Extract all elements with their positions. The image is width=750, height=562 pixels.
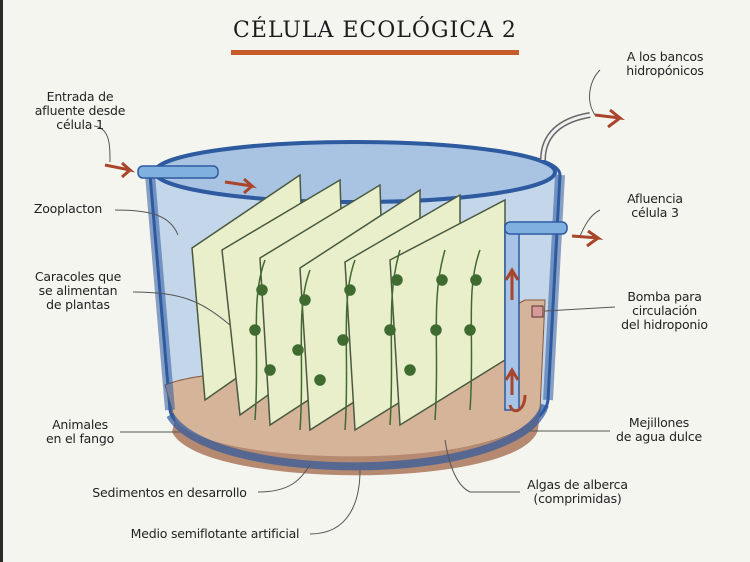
label-bancos-hidroponicos: A los bancos hidropónicos xyxy=(620,50,710,78)
label-entrada-afluente: Entrada de afluente desde célula 1 xyxy=(30,90,130,132)
hydroponic-outlet-pipe xyxy=(540,108,626,161)
label-line: Afluencia xyxy=(627,191,683,206)
label-line: Algas de alberca xyxy=(527,477,628,492)
label-line: circulación xyxy=(632,303,697,318)
label-line: hidropónicos xyxy=(626,63,704,78)
label-line: Mejillones xyxy=(628,415,690,430)
diagram-title: CÉLULA ECOLÓGICA 2 xyxy=(233,18,517,43)
label-line: de plantas xyxy=(46,297,110,312)
label-line: Zooplacton xyxy=(33,201,103,216)
label-line: afluente desde xyxy=(34,103,126,118)
label-line: Caracoles que xyxy=(34,269,122,284)
label-line: (comprimidas) xyxy=(533,491,622,506)
label-line: de agua dulce xyxy=(615,429,703,444)
label-line: Entrada de xyxy=(46,89,114,104)
pump-column xyxy=(504,221,604,413)
label-medio-semiflotante: Medio semiflotante artificial xyxy=(125,527,305,541)
label-mejillones: Mejillones de agua dulce xyxy=(614,416,704,444)
label-zooplacton: Zooplacton xyxy=(28,202,108,216)
label-line: en el fango xyxy=(45,431,115,446)
label-line: Sedimentos en desarrollo xyxy=(92,485,247,500)
label-line: célula 1 xyxy=(56,117,104,132)
inlet-pipe xyxy=(104,161,257,195)
label-line: Medio semiflotante artificial xyxy=(130,526,300,541)
label-afluencia-celula-3: Afluencia célula 3 xyxy=(620,192,690,220)
label-line: se alimentan xyxy=(38,283,118,298)
label-algas-alberca: Algas de alberca (comprimidas) xyxy=(525,478,630,506)
label-caracoles: Caracoles que se alimentan de plantas xyxy=(28,270,128,312)
label-line: célula 3 xyxy=(631,205,679,220)
label-line: del hidroponio xyxy=(621,317,708,332)
label-animales-fango: Animales en el fango xyxy=(40,418,120,446)
label-line: A los bancos xyxy=(626,49,704,64)
plants xyxy=(249,249,482,431)
label-sedimentos: Sedimentos en desarrollo xyxy=(82,486,257,500)
label-line: Animales xyxy=(52,417,108,432)
leader-lines xyxy=(93,69,616,535)
title-underline xyxy=(231,50,519,55)
label-bomba-circulacion: Bomba para circulación del hidroponio xyxy=(617,290,712,332)
algae-panels xyxy=(191,173,506,432)
label-line: Bomba para xyxy=(627,289,702,304)
